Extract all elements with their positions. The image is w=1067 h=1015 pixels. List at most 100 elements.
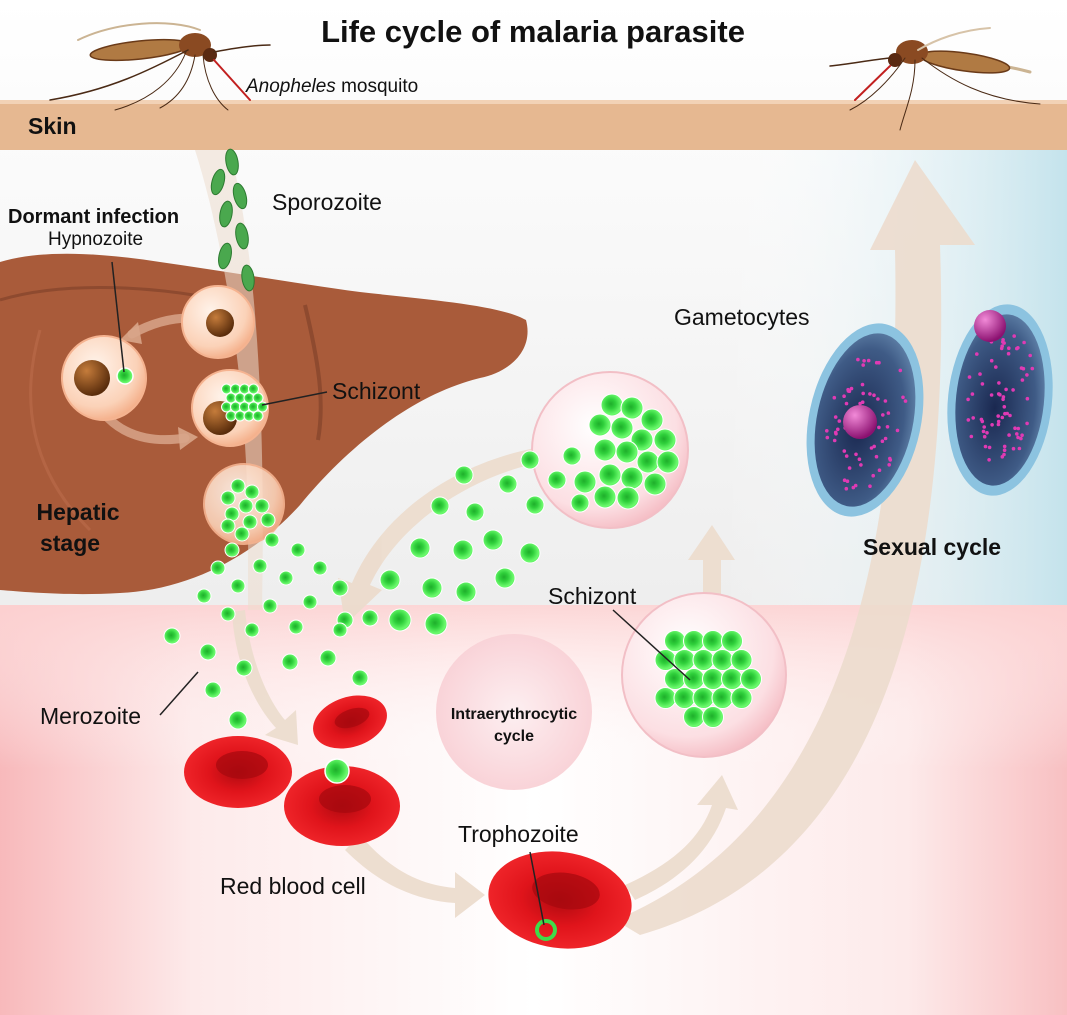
gametocyte-granule: [1008, 413, 1012, 418]
gametocyte-granule: [989, 393, 994, 397]
gametocyte-granule: [980, 382, 985, 386]
skin-label: Skin: [28, 113, 77, 139]
hepatic-arrowheads: [120, 322, 198, 450]
schizont-merozoite: [702, 668, 724, 690]
schizont-merozoite: [683, 706, 705, 728]
merozoite-dot: [281, 653, 299, 671]
sporozoite: [235, 222, 249, 250]
gametocyte-granule: [1001, 338, 1005, 342]
gametocyte-granule: [1020, 433, 1024, 438]
gametocyte-granule: [996, 422, 1001, 427]
schizont-merozoite: [252, 410, 264, 422]
sporozoite: [225, 148, 239, 176]
gametocyte-granule: [1030, 366, 1035, 371]
merozoite-dot: [254, 498, 270, 514]
schizont-merozoite: [721, 668, 743, 690]
merozoite-dot: [234, 526, 250, 542]
schizont-merozoite: [248, 383, 259, 395]
schizont-merozoite: [593, 485, 617, 509]
gametocyte-granule: [844, 454, 849, 458]
merozoite-dot: [242, 514, 258, 530]
gametocyte-granule: [861, 363, 865, 367]
schizont-merozoite: [711, 687, 734, 709]
schizont-merozoite: [643, 472, 667, 496]
gametocyte-granule: [880, 439, 885, 444]
liver-cell-top: [181, 285, 255, 359]
liver-cell-bursting: [203, 463, 285, 545]
gametocyte-granule: [874, 360, 879, 365]
merozoite-dot: [312, 560, 328, 576]
schizont-merozoite: [711, 649, 734, 671]
gametocyte-granule: [1002, 405, 1007, 409]
gametocyte-granule: [1002, 448, 1007, 453]
merozoite-dot: [288, 619, 304, 635]
intraerythrocytic-circle: [436, 634, 592, 790]
schizont-merozoite: [640, 408, 664, 432]
gametocyte-granule: [966, 397, 970, 402]
gametocyte-granule: [1015, 346, 1019, 351]
gametocyte-granule: [982, 425, 986, 429]
schizont-merozoite: [654, 649, 677, 671]
gametocyte-granule: [854, 452, 858, 457]
sporozoite-label: Sporozoite: [272, 189, 382, 215]
gametocyte-granule: [844, 401, 849, 406]
hypnozoite-label: Hypnozoite: [48, 229, 143, 250]
merozoite-dot: [224, 542, 240, 558]
gametocyte-granule: [1025, 373, 1029, 377]
gametocyte-granule: [860, 382, 865, 387]
sporozoite: [210, 168, 226, 196]
merozoite-dot: [421, 577, 443, 599]
gametocyte-granule: [1020, 378, 1025, 382]
schizont-blood-label: Schizont: [548, 583, 637, 609]
gametocyte-granule: [869, 446, 874, 450]
schizont-merozoite: [252, 392, 264, 404]
gametocyte-granule: [842, 449, 847, 453]
merozoite-dot: [228, 710, 248, 730]
skin-band: [0, 102, 1067, 150]
merozoite-dot: [332, 622, 348, 638]
merozoite-dot: [562, 446, 582, 466]
gametocyte-granule: [1015, 432, 1019, 436]
gametocyte-granule: [832, 438, 837, 443]
gametocyte-granule: [901, 395, 905, 400]
gametocyte-granule: [885, 425, 890, 429]
mosquito-left-icon: [49, 22, 271, 111]
merozoite-dot: [210, 560, 226, 576]
gametocyte-granule: [985, 431, 989, 435]
sporozoite: [219, 200, 233, 228]
merozoite-dot: [252, 558, 268, 574]
schizont-merozoite: [683, 630, 705, 652]
gametocyte-granule: [874, 454, 879, 459]
schizont-merozoite: [664, 630, 686, 652]
merozoite-dot: [494, 567, 516, 589]
merozoite-dot: [570, 493, 590, 513]
gametocyte-granule: [971, 416, 975, 420]
gametocyte-granule: [1011, 446, 1016, 451]
sexual-cycle-label: Sexual cycle: [863, 534, 1001, 560]
gametocyte-granule: [996, 414, 1000, 418]
gametocyte-granule: [903, 399, 908, 403]
gametocyte-granule: [970, 392, 975, 396]
merozoite-dot: [302, 594, 318, 610]
schizont-merozoite: [630, 428, 654, 452]
gametocyte-granule: [1002, 444, 1007, 449]
page-title: Life cycle of malaria parasite: [321, 14, 745, 49]
dormant-infection-label: Dormant infection: [8, 206, 179, 228]
schizont-merozoite: [615, 440, 639, 464]
gametocyte-granule: [862, 359, 866, 363]
blood-schizont-lower: [621, 592, 787, 758]
schizont-merozoite: [656, 450, 680, 474]
gametocyte-granule: [1003, 411, 1007, 416]
gametocyte-granule: [996, 419, 1001, 424]
schizont-merozoite: [620, 396, 644, 420]
gametocyte-granule: [966, 418, 971, 422]
schizont-merozoite: [593, 438, 617, 462]
merozoite-dot: [235, 659, 253, 677]
gametocyte-granule: [1016, 435, 1020, 440]
schizont-merozoite: [683, 668, 705, 690]
merozoite-dot: [409, 537, 431, 559]
gametocyte-granule: [847, 466, 852, 470]
mosquito-label: Anopheles mosquito: [245, 76, 418, 97]
schizont-merozoite: [588, 413, 612, 437]
